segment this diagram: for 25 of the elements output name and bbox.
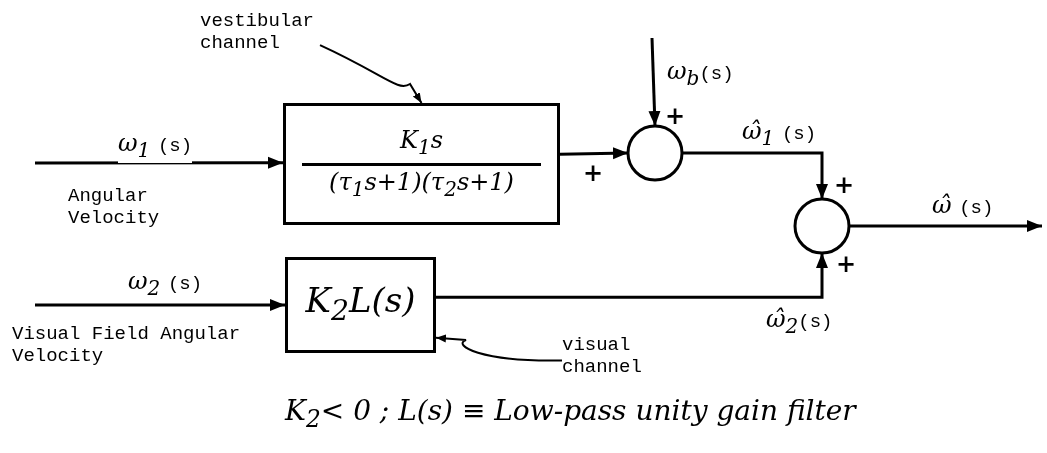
note-text: K$_{2}$< 0 ; L(s) ≡ Low-pass unity gain filter	[285, 398, 856, 432]
denominator: (τ$_{1}$s+1)(τ$_{2}$s+1)	[329, 168, 514, 202]
arrow	[436, 253, 828, 299]
plus-sign: +	[836, 251, 857, 277]
leader-line	[319, 44, 423, 104]
summing-junction	[626, 124, 684, 182]
plus-sign: +	[583, 160, 604, 186]
arrow	[35, 299, 285, 311]
transfer-function: K$_{2}$L(s)	[305, 280, 416, 329]
arrow	[682, 151, 828, 199]
callout-text: vestibular channel	[200, 10, 320, 54]
callout-text: visual channel	[562, 334, 662, 378]
signal-name: Visual Field Angular Velocity	[12, 323, 242, 367]
signal-name: Angular Velocity	[68, 185, 161, 229]
summing-junction	[793, 197, 851, 255]
transfer-function-block	[283, 103, 560, 225]
arrow	[648, 37, 661, 127]
arrow	[559, 147, 629, 160]
arrow	[35, 156, 283, 169]
plus-sign: +	[834, 172, 855, 198]
transfer-function-block	[285, 257, 436, 353]
numerator: K$_{1}$s	[400, 126, 443, 160]
plus-sign: +	[665, 103, 686, 129]
leader-line	[435, 334, 563, 362]
arrow	[849, 220, 1042, 232]
